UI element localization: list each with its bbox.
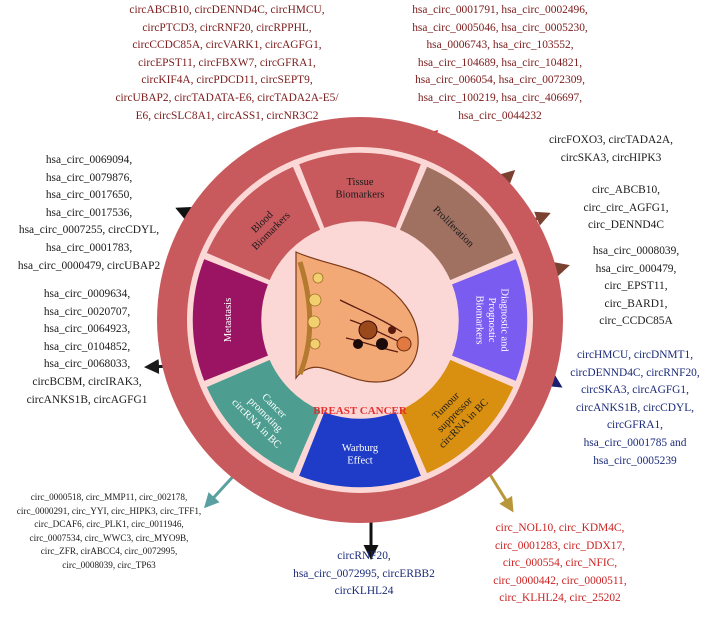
list-right-1: circFOXO3, circTADA2A, circSKA3, circHIP… [548,134,674,164]
segment-cancer [204,357,323,476]
segment-proliferation [397,164,516,283]
list-left-mid: hsa_circ_0009634, hsa_circ_0020707, hsa_… [26,288,148,406]
segment-diagnostic [450,257,529,383]
segment-label-metastasis: Metastasis [223,298,234,342]
breast-illustration [295,251,419,383]
list-top-left: circABCB10, circDENND4C, circHMCU, circP… [115,4,339,122]
list-top-right: hsa_circ_0001791, hsa_circ_0002496, hsa_… [412,4,588,122]
center-title: BREAST CANCER [313,405,408,417]
list-right-4: circHMCU, circDNMT1, circDENND4C, circRN… [570,349,700,467]
list-bottom-right: circ_NOL10, circ_KDM4C, circ_0001283, ci… [493,522,627,605]
list-bottom-left: circ_0000518, circ_MMP11, circ_002178, c… [16,492,202,570]
segment-tumour [397,357,516,476]
segment-blood [204,164,323,283]
segment-tissue [297,151,423,230]
segment-metastasis [191,257,270,383]
segment-label-diagnostic: Diagnostic andPrognosticBiomarkers [474,288,510,352]
list-right-2: circ_ABCB10, circ_circ_AGFG1, circ_DENND… [583,184,669,232]
list-bottom: circRNF20, hsa_circ_0072995, circERBB2 c… [293,550,435,598]
segment-warburg [297,410,423,489]
list-right-3: hsa_circ_0008039, hsa_circ_000479, circ_… [592,245,680,328]
list-left-top: hsa_circ_0069094, hsa_circ_0079876, hsa_… [17,154,161,272]
